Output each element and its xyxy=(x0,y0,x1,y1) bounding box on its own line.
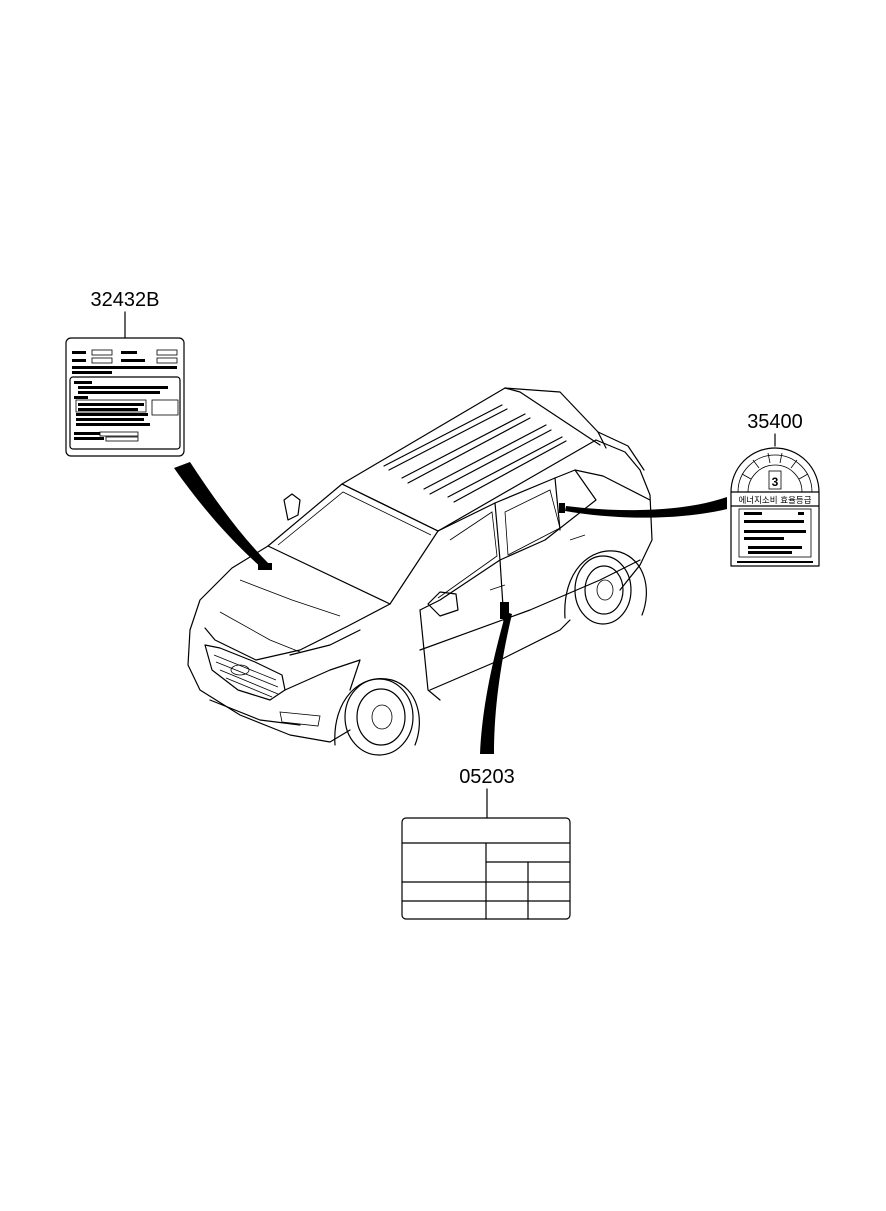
part-number-32432b: 32432B xyxy=(91,289,160,311)
tire-pressure-label-drawing xyxy=(401,817,571,920)
callout-32432b[interactable]: 32432B xyxy=(65,289,272,570)
emission-label-drawing xyxy=(65,337,185,457)
energy-label-title: 에너지소비 효율등급 xyxy=(738,495,811,506)
vehicle-drawing xyxy=(187,387,653,756)
callout-35400[interactable]: 35400 3 에너지소비 효율등급 xyxy=(559,411,820,567)
callout-05203[interactable]: 05203 xyxy=(401,602,571,920)
part-number-05203: 05203 xyxy=(459,766,515,788)
energy-label-drawing: 3 에너지소비 효율등급 xyxy=(730,447,820,567)
energy-grade: 3 xyxy=(772,475,779,489)
part-number-35400: 35400 xyxy=(747,411,803,433)
